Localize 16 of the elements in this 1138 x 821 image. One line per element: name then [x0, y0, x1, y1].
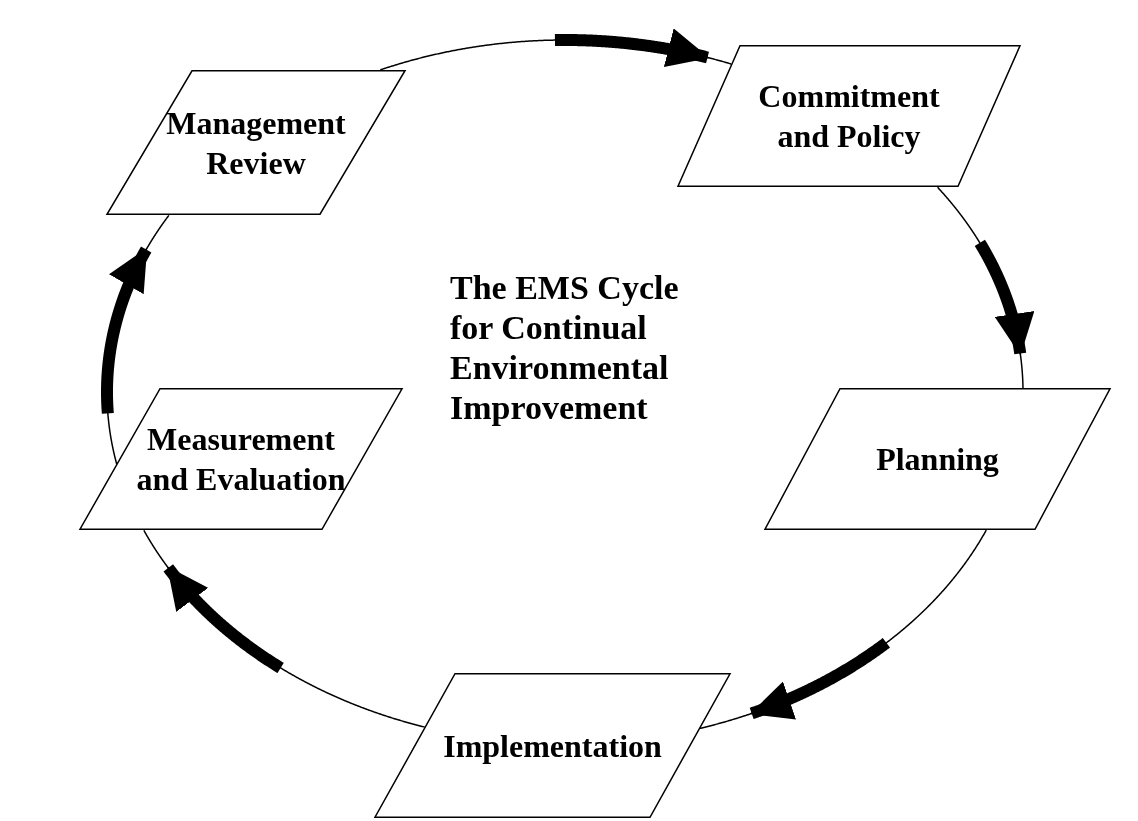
- step-label: Planning: [875, 440, 1000, 479]
- parallelogram-box: [375, 673, 730, 818]
- step-label: Implementation: [442, 726, 663, 766]
- step-label: Management Review: [165, 103, 347, 183]
- parallelogram-box: [107, 70, 405, 215]
- parallelogram-box: [80, 388, 402, 530]
- arrow: [143, 529, 426, 728]
- diagram-title: The EMS Cycle for Continual Environmental Improvement: [450, 268, 680, 428]
- arrow: [101, 214, 170, 466]
- step-label: Measurement and Evaluation: [135, 420, 347, 499]
- parallelogram-box: [678, 45, 1020, 187]
- parallelogram-box: [765, 388, 1110, 530]
- arrow: [936, 186, 1035, 389]
- step-label: Commitment and Policy: [757, 77, 941, 156]
- arrow: [379, 28, 732, 71]
- arrow: [699, 529, 988, 730]
